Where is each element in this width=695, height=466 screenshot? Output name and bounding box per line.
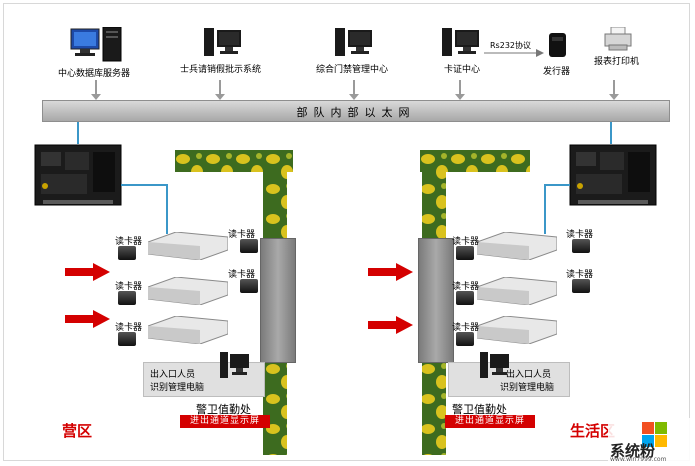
right-reader-icon-2 xyxy=(456,291,474,305)
right-pc-icon xyxy=(480,352,510,380)
right-display-sign: 进出通道显示屏 xyxy=(445,415,535,428)
left-pc-label-1: 出入口人员 xyxy=(150,370,196,380)
db-server-label: 中心数据库服务器 xyxy=(58,69,131,79)
db-server-down-arrow xyxy=(91,80,101,100)
right-reader-label-2: 读卡器 xyxy=(452,282,480,292)
ethernet-bus-label: 部队内部以太网 xyxy=(296,106,416,119)
right-reader-icon-3 xyxy=(456,332,474,346)
right-turnstile-1 xyxy=(477,232,557,260)
right-pc-label-2: 识别管理电脑 xyxy=(500,383,555,393)
right-reader-icon-5 xyxy=(572,279,590,293)
rs232-arrow xyxy=(484,49,544,57)
left-reader-label-3: 读卡器 xyxy=(115,323,143,333)
left-duty-label: 警卫值勤处 xyxy=(196,403,251,416)
right-turnstile-3 xyxy=(477,316,557,344)
right-reader-label-1: 读卡器 xyxy=(452,237,480,247)
right-reader-label-4: 读卡器 xyxy=(566,230,594,240)
printer-icon xyxy=(603,26,633,51)
ethernet-bus: 部队内部以太网 xyxy=(42,100,670,122)
left-pc-label-2: 识别管理电脑 xyxy=(150,383,205,393)
right-reader-icon-4 xyxy=(572,239,590,253)
left-reader-icon-3 xyxy=(118,332,136,346)
leave-system-icon xyxy=(203,28,243,58)
right-zone-label: 生活区 xyxy=(570,422,616,440)
right-turnstile-2 xyxy=(477,277,557,305)
right-entry-arrow-2 xyxy=(368,316,413,334)
access-center-label: 综合门禁管理中心 xyxy=(316,65,389,75)
left-turnstile-2 xyxy=(148,277,228,305)
right-ctrl-link-h xyxy=(544,184,570,186)
left-display-sign: 进出通道显示屏 xyxy=(180,415,270,428)
watermark-logo: 系统粉 www.win7999.com xyxy=(608,418,693,464)
left-turnstile-1 xyxy=(148,232,228,260)
left-entry-arrow-2 xyxy=(65,310,110,328)
card-center-down-arrow xyxy=(455,80,465,100)
right-controller-board xyxy=(568,140,658,210)
left-reader-icon-5 xyxy=(240,279,258,293)
left-gate-block xyxy=(260,238,296,363)
card-center-label: 卡证中心 xyxy=(444,65,481,75)
rs232-label: Rs232协议 xyxy=(490,41,531,50)
left-pc-icon xyxy=(220,352,250,380)
db-server-icon xyxy=(70,26,125,63)
left-reader-label-2: 读卡器 xyxy=(115,282,143,292)
left-turnstile-3 xyxy=(148,316,228,344)
left-reader-icon-2 xyxy=(118,291,136,305)
left-bus-link xyxy=(77,122,79,144)
issuer-icon xyxy=(548,33,568,58)
access-center-down-arrow xyxy=(349,80,359,100)
right-bus-link xyxy=(610,122,612,144)
right-duty-label: 警卫值勤处 xyxy=(452,403,507,416)
leave-system-label: 士兵请销假批示系统 xyxy=(180,65,262,75)
left-reader-label-5: 读卡器 xyxy=(228,270,256,280)
right-gate-block xyxy=(418,238,454,363)
left-reader-icon-1 xyxy=(118,246,136,260)
right-pc-label-1: 出入口人员 xyxy=(506,370,552,380)
printer-label: 报表打印机 xyxy=(594,57,640,67)
access-center-icon xyxy=(334,28,374,58)
left-reader-label-4: 读卡器 xyxy=(228,230,256,240)
left-entry-arrow-1 xyxy=(65,263,110,281)
printer-down-arrow xyxy=(609,80,619,100)
leave-system-down-arrow xyxy=(215,80,225,100)
watermark-brand: 系统粉 xyxy=(610,442,656,460)
left-ctrl-link-v xyxy=(166,184,168,234)
issuer-label: 发行器 xyxy=(543,67,571,77)
left-ctrl-link-h xyxy=(121,184,168,186)
left-zone-label: 营区 xyxy=(62,422,93,440)
right-ctrl-link-v xyxy=(544,184,546,234)
left-reader-label-1: 读卡器 xyxy=(115,237,143,247)
right-reader-icon-1 xyxy=(456,246,474,260)
left-reader-icon-4 xyxy=(240,239,258,253)
right-entry-arrow-1 xyxy=(368,263,413,281)
right-reader-label-3: 读卡器 xyxy=(452,323,480,333)
watermark-url: www.win7999.com xyxy=(610,456,667,463)
card-center-icon xyxy=(441,28,481,58)
left-controller-board xyxy=(33,140,123,210)
diagram-frame xyxy=(3,3,690,461)
right-reader-label-5: 读卡器 xyxy=(566,270,594,280)
